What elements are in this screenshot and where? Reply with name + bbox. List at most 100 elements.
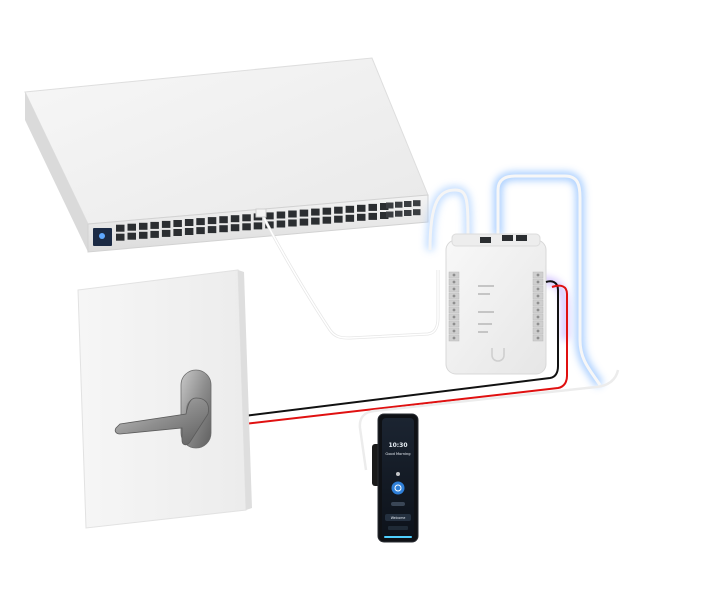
- switch-sfp-port: [395, 201, 403, 208]
- switch-sfp-port: [413, 209, 421, 216]
- reader-keypad: [388, 526, 408, 530]
- door-lever-handle: [114, 369, 212, 449]
- reader-status-dot: [396, 472, 400, 476]
- access-hub: [445, 233, 547, 375]
- switch-port: [161, 229, 171, 237]
- hub-port: [480, 237, 491, 243]
- hub-terminal-screw: [452, 301, 456, 305]
- switch-sfp-port: [404, 201, 412, 207]
- switch-port: [207, 217, 217, 225]
- switch-port: [230, 224, 240, 232]
- switch-port: [116, 233, 125, 241]
- switch-port: [276, 220, 286, 228]
- switch-port-bank: [116, 200, 421, 241]
- door: [77, 269, 252, 529]
- switch-port: [230, 215, 240, 223]
- switch-port: [357, 204, 366, 212]
- switch-port: [334, 206, 343, 214]
- switch-port: [139, 222, 148, 230]
- reader-light-strip: [384, 536, 412, 538]
- hub-port: [516, 235, 527, 241]
- switch-port: [322, 207, 332, 215]
- switch-port: [127, 223, 136, 231]
- ethernet-cable-uplink: [496, 174, 602, 386]
- switch-port: [242, 223, 251, 231]
- switch-port: [380, 203, 389, 210]
- lock-wire-red: [243, 284, 568, 425]
- switch-port: [150, 221, 159, 229]
- hub-terminal-screw: [536, 308, 540, 312]
- hub-terminal-screw: [536, 280, 540, 284]
- hub-terminal-screw: [536, 336, 540, 340]
- door-panel: [77, 269, 247, 529]
- handle-lever: [114, 397, 209, 446]
- hub-port: [502, 235, 513, 241]
- switch-port: [116, 224, 125, 232]
- hub-terminal-block-left: [448, 271, 460, 342]
- network-switch: [24, 57, 429, 253]
- hub-terminal-screw: [536, 322, 540, 326]
- switch-port: [127, 232, 136, 240]
- hub-terminal-screw: [536, 294, 540, 298]
- switch-port: [184, 228, 194, 235]
- nfc-tap-icon: [391, 481, 405, 495]
- reader-welcome-label: Welcome: [391, 516, 406, 520]
- switch-port: [311, 217, 320, 225]
- switch-port: [334, 215, 343, 223]
- switch-port: [242, 214, 251, 222]
- hub-terminal-screw: [452, 329, 456, 333]
- switch-port: [368, 212, 377, 220]
- switch-port: [288, 219, 297, 227]
- switch-port: [322, 216, 332, 224]
- switch-port: [345, 205, 355, 213]
- hub-terminal-screw: [536, 315, 540, 319]
- ethernet-plug: [255, 208, 267, 218]
- switch-sfp-port: [404, 210, 412, 216]
- hub-terminal-screw: [452, 322, 456, 326]
- hub-terminal-screw: [536, 273, 540, 277]
- switch-port: [150, 230, 159, 238]
- switch-sfp-port: [395, 210, 403, 217]
- reader-pill: [391, 502, 405, 506]
- reader-time: 10:30: [388, 442, 407, 449]
- switch-port: [288, 210, 297, 218]
- switch-port: [173, 229, 182, 236]
- switch-port: [357, 213, 366, 221]
- hub-terminal-screw: [536, 287, 540, 291]
- hub-terminal-screw: [452, 273, 456, 277]
- switch-port: [311, 208, 320, 216]
- hub-terminal-screw: [536, 301, 540, 305]
- reader-screen: [382, 418, 414, 538]
- switch-top: [24, 57, 429, 225]
- access-reader: 10:30 Good Morning Welcome: [372, 413, 419, 543]
- switch-status-led: [99, 233, 105, 239]
- switch-port: [139, 231, 148, 239]
- switch-port: [161, 220, 171, 228]
- hub-terminal-screw: [452, 280, 456, 284]
- switch-port: [345, 214, 355, 222]
- switch-sfp-port: [386, 202, 394, 209]
- switch-port: [173, 220, 182, 227]
- switch-port: [368, 203, 377, 211]
- hub-terminal-screw: [452, 308, 456, 312]
- hub-body: [445, 239, 547, 375]
- hub-terminal-screw: [452, 294, 456, 298]
- hub-terminal-screw: [452, 336, 456, 340]
- door-edge: [238, 270, 252, 510]
- switch-port: [207, 226, 217, 234]
- switch-port: [196, 227, 205, 235]
- hub-terminal-block-right: [532, 271, 544, 342]
- hub-terminal-screw: [452, 315, 456, 319]
- switch-side: [25, 92, 88, 252]
- reader-greeting: Good Morning: [385, 452, 410, 456]
- switch-port: [253, 222, 263, 230]
- switch-port: [265, 212, 274, 220]
- switch-port: [299, 209, 309, 217]
- reader-welcome-button: [385, 514, 411, 521]
- reader-cable: [358, 369, 620, 471]
- switch-port: [219, 216, 228, 224]
- ubiquiti-u-icon: [491, 348, 505, 362]
- switch-port: [299, 218, 309, 226]
- switch-sfp-port: [413, 200, 421, 207]
